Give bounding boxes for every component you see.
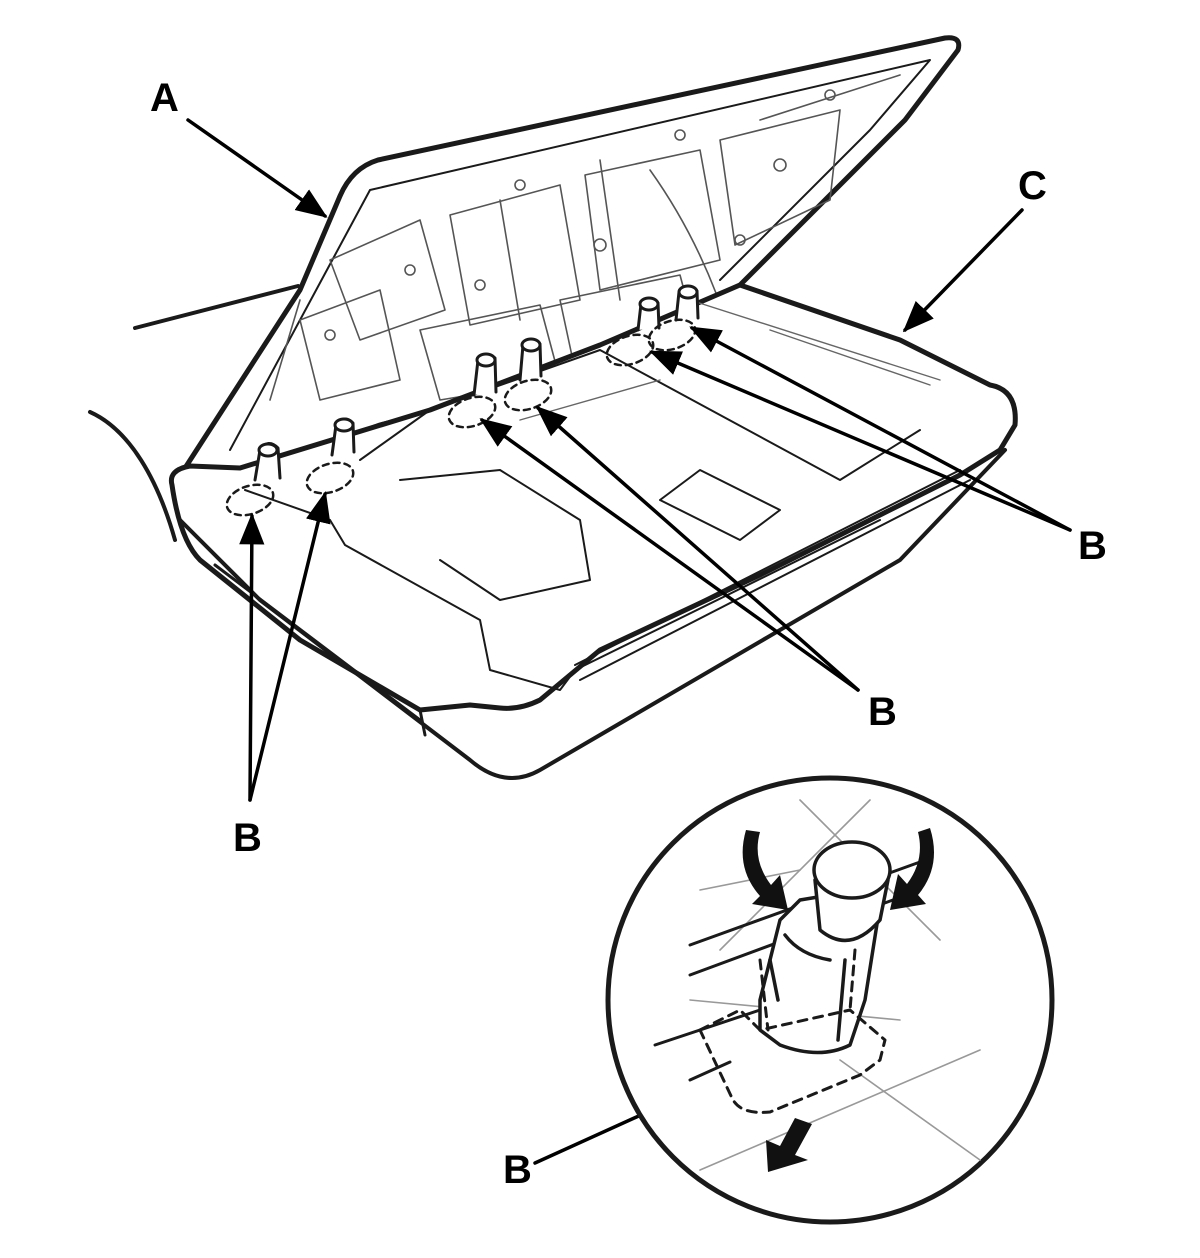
surrounding-body-lines xyxy=(88,284,300,542)
leader-b-right-1 xyxy=(689,326,1072,532)
callout-b-middle: B xyxy=(868,690,897,734)
detail-view xyxy=(605,775,1055,1225)
clip-post-4 xyxy=(518,337,543,382)
clip-post-3 xyxy=(472,352,498,397)
callout-c: C xyxy=(1018,164,1047,208)
callout-b-detail: B xyxy=(503,1148,532,1192)
callout-b-right: B xyxy=(1078,524,1107,568)
clip-post-2 xyxy=(330,417,356,457)
callout-a: A xyxy=(150,76,179,120)
base-tray-c xyxy=(168,282,1018,780)
down-arrow-icon xyxy=(766,1118,812,1172)
clip-post-5 xyxy=(636,296,661,332)
leader-b-mid-1 xyxy=(479,418,860,692)
leader-b-left-2 xyxy=(248,490,331,802)
clip-post-6 xyxy=(674,284,700,322)
curved-rotate-arrows-icon xyxy=(742,828,934,910)
leader-b-right-2 xyxy=(649,350,1072,532)
leader-c xyxy=(902,208,1024,333)
leader-b-left-1 xyxy=(239,512,265,802)
leader-b-mid-2 xyxy=(535,405,860,692)
callout-b-left: B xyxy=(233,816,262,860)
clip-posts xyxy=(253,284,700,482)
leader-a xyxy=(186,118,328,218)
detail-clip-base xyxy=(698,1008,887,1114)
clip-post-1 xyxy=(253,442,282,482)
